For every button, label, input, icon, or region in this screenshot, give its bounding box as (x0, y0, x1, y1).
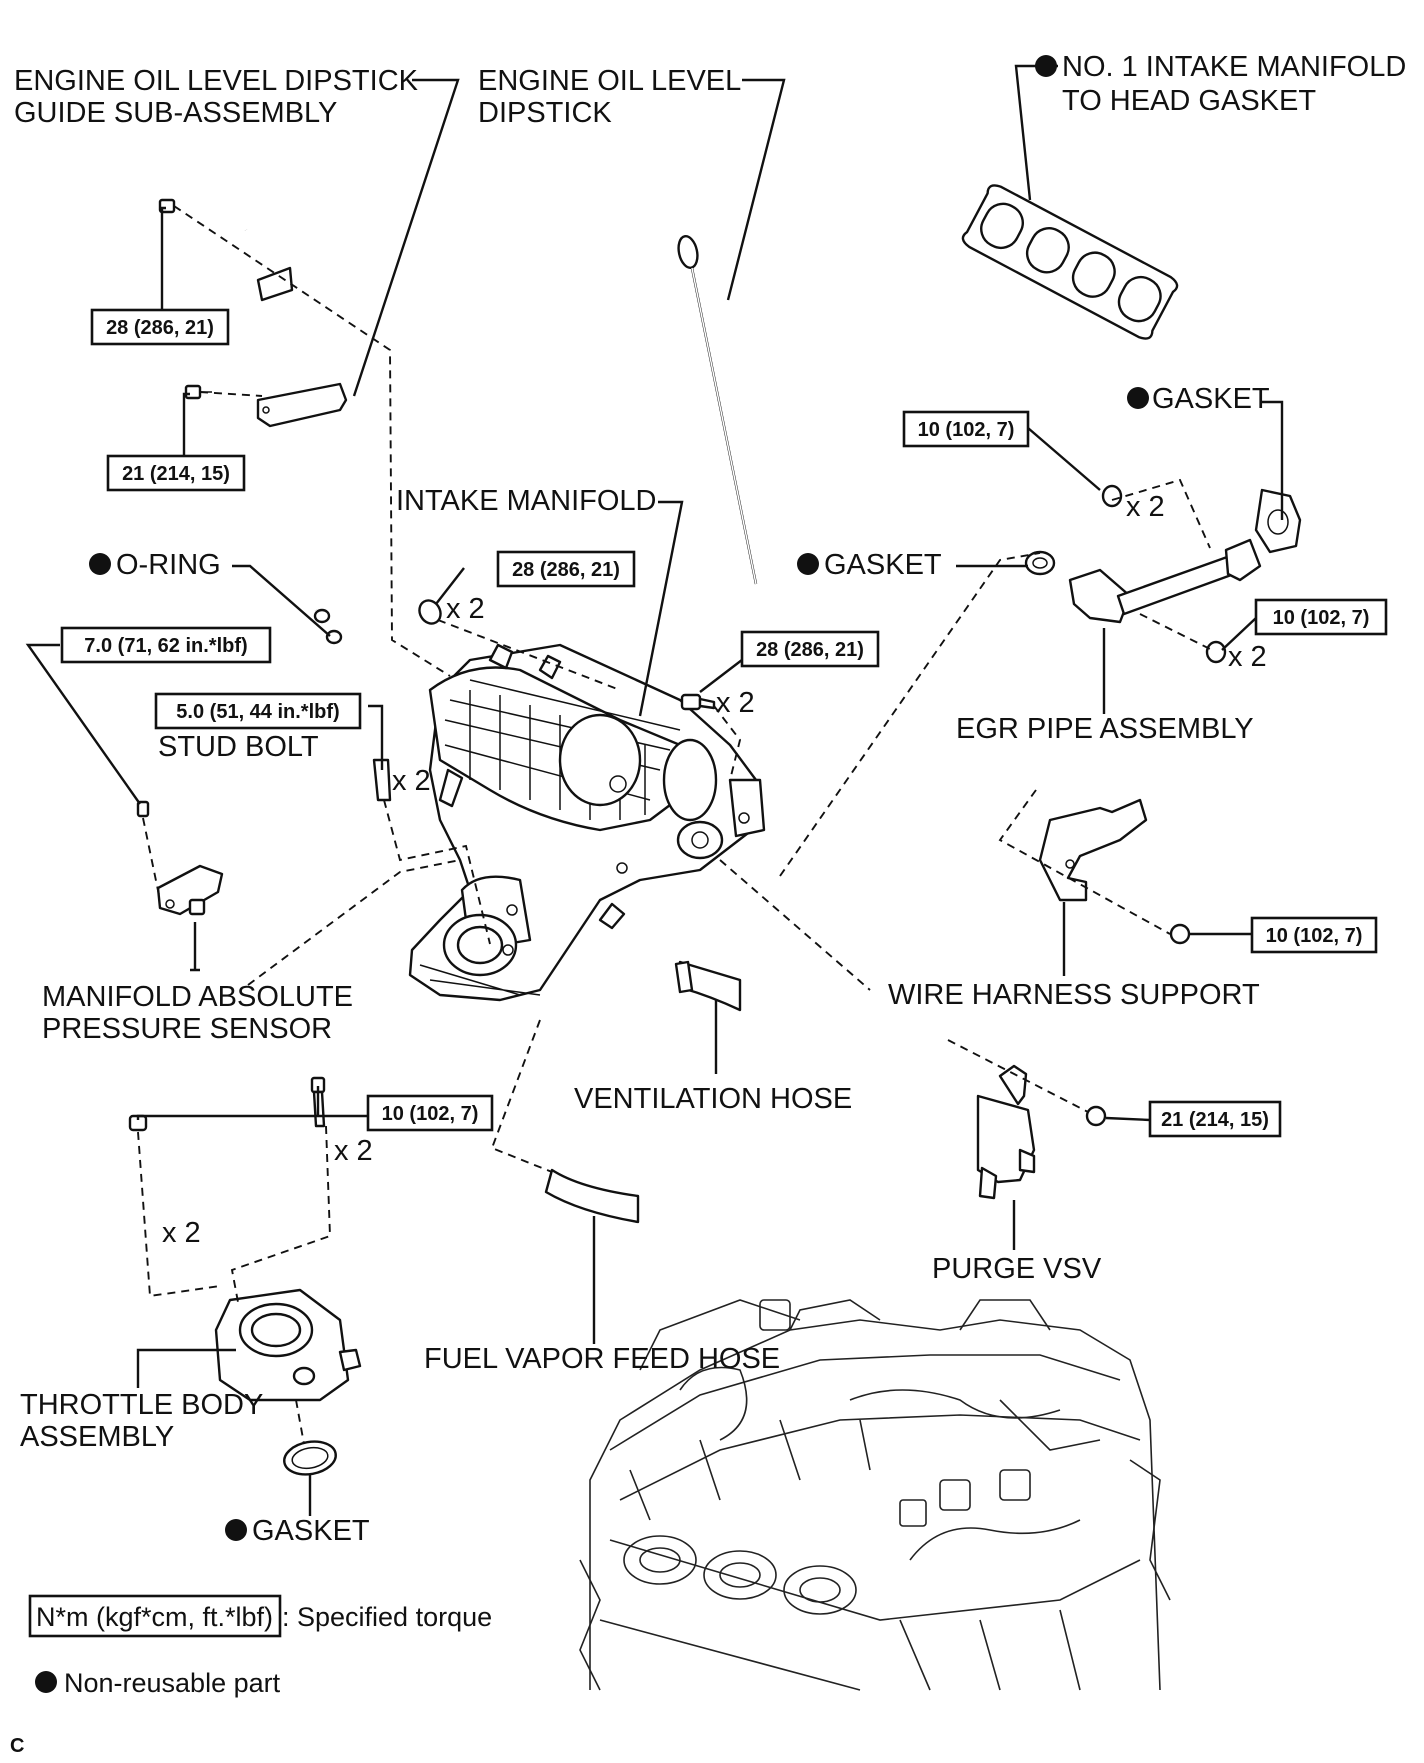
ventilation-hose-illustration (674, 960, 742, 1012)
label-o-ring: O-RING (116, 549, 221, 581)
qty-stud-bolt: x 2 (392, 765, 431, 797)
label-wire-harness: WIRE HARNESS SUPPORT (888, 979, 1260, 1011)
torque-egr-upper: 10 (102, 7) (918, 419, 1015, 441)
nonreusable-mark-icon (1127, 387, 1149, 409)
nonreusable-mark-icon (225, 1519, 247, 1541)
purge-vsv-illustration (976, 1064, 1107, 1200)
label-egr-pipe: EGR PIPE ASSEMBLY (956, 713, 1254, 745)
qty-throttle-nut: x 2 (162, 1217, 201, 1249)
map-sensor-illustration (136, 800, 224, 916)
leader-lines (25, 64, 1284, 1516)
throttle-body-illustration (128, 1076, 362, 1476)
assembly-dashed-lines (137, 205, 1213, 1445)
legend: N*m (kgf*cm, ft.*lbf) : Specified torque… (10, 1594, 492, 1757)
label-dipstick-guide-line1: ENGINE OIL LEVEL DIPSTICK (14, 65, 419, 97)
torque-spec-boxes: 28 (286, 21) 21 (214, 15) 28 (286, 21) 2… (60, 206, 1388, 1138)
label-throttle-line1: THROTTLE BODY (20, 1389, 263, 1421)
part-labels: ENGINE OIL LEVEL DIPSTICK GUIDE SUB-ASSE… (14, 51, 1406, 1547)
label-gasket-throttle: GASKET (252, 1515, 370, 1547)
torque-manifold-side: 28 (286, 21) (756, 639, 864, 661)
label-purge-vsv: PURGE VSV (932, 1253, 1102, 1285)
legend-torque-text: : Specified torque (282, 1602, 492, 1632)
label-stud-bolt: STUD BOLT (158, 731, 319, 763)
label-intake-manifold: INTAKE MANIFOLD (396, 485, 657, 517)
torque-map-sensor: 7.0 (71, 62 in.*lbf) (84, 635, 247, 657)
torque-throttle: 10 (102, 7) (382, 1103, 479, 1125)
intake-manifold-illustration (408, 643, 766, 1002)
label-head-gasket-line2: TO HEAD GASKET (1062, 85, 1316, 117)
qty-throttle-bolt: x 2 (334, 1135, 373, 1167)
engine-block-illustration (579, 1299, 1171, 1691)
label-throttle-line2: ASSEMBLY (20, 1421, 174, 1453)
nonreusable-mark-icon (89, 553, 111, 575)
wire-harness-support-illustration (1038, 798, 1191, 945)
label-dipstick-line2: DIPSTICK (478, 97, 612, 129)
legend-torque-box: N*m (kgf*cm, ft.*lbf) (36, 1602, 273, 1632)
torque-stud-bolt: 5.0 (51, 44 in.*lbf) (176, 701, 339, 723)
torque-guide-upper: 28 (286, 21) (106, 317, 214, 339)
legend-nonreusable-text: Non-reusable part (64, 1668, 281, 1698)
label-dipstick-guide-line2: GUIDE SUB-ASSEMBLY (14, 97, 337, 129)
label-ventilation-hose: VENTILATION HOSE (574, 1083, 852, 1115)
torque-manifold-upper: 28 (286, 21) (512, 559, 620, 581)
manifold-bolts (372, 599, 716, 802)
dipstick-illustration (677, 235, 758, 585)
label-gasket-egr-lower: GASKET (824, 549, 942, 581)
label-fuel-vapor-hose: FUEL VAPOR FEED HOSE (424, 1343, 780, 1375)
qty-manifold-side: x 2 (716, 687, 755, 719)
fuel-vapor-hose-illustration (544, 1168, 640, 1224)
torque-purge-vsv: 21 (214, 15) (1161, 1109, 1269, 1131)
nonreusable-legend-icon (35, 1671, 57, 1693)
qty-manifold-upper: x 2 (446, 593, 485, 625)
dipstick-guide-illustration (244, 229, 348, 624)
egr-pipe-illustration (1024, 484, 1302, 664)
label-map-sensor-line2: PRESSURE SENSOR (42, 1013, 332, 1045)
guide-bolts (158, 198, 212, 400)
head-gasket-illustration (961, 184, 1179, 340)
qty-egr-lower: x 2 (1228, 641, 1267, 673)
nonreusable-mark-icon (1035, 55, 1057, 77)
label-dipstick-line1: ENGINE OIL LEVEL (478, 65, 741, 97)
label-head-gasket-line1: NO. 1 INTAKE MANIFOLD (1062, 51, 1406, 83)
torque-egr-lower: 10 (102, 7) (1273, 607, 1370, 629)
torque-wire-harness: 10 (102, 7) (1266, 925, 1363, 947)
label-map-sensor-line1: MANIFOLD ABSOLUTE (42, 981, 353, 1013)
label-gasket-egr-upper: GASKET (1152, 383, 1270, 415)
qty-egr-upper: x 2 (1126, 491, 1165, 523)
footer-code: C (10, 1735, 24, 1757)
nonreusable-mark-icon (797, 553, 819, 575)
o-ring-illustration (325, 629, 343, 645)
torque-guide-lower: 21 (214, 15) (122, 463, 230, 485)
quantity-labels: x 2 x 2 x 2 x 2 x 2 x 2 x 2 (162, 491, 1267, 1249)
